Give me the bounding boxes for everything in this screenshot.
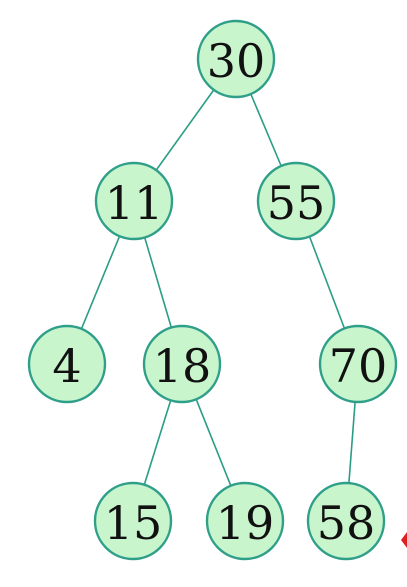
tree-edge-11-18 — [143, 237, 173, 328]
tree-node-circle — [318, 324, 398, 404]
tree-node-circle — [205, 481, 285, 561]
tree-node-4: 4 — [27, 324, 107, 404]
red-arrow-marker-icon — [401, 532, 407, 548]
tree-node-19: 19 — [205, 481, 285, 561]
tree-nodes: 30 11 55 4 18 70 15 19 58 — [27, 19, 398, 561]
tree-node-18: 18 — [142, 324, 222, 404]
tree-node-30: 30 — [196, 19, 276, 99]
tree-node-circle — [196, 19, 276, 99]
tree-node-circle — [142, 324, 222, 404]
tree-node-circle — [306, 481, 386, 561]
tree-node-70: 70 — [318, 324, 398, 404]
tree-node-circle — [94, 161, 174, 241]
tree-node-label: 19 — [216, 496, 275, 550]
tree-node-label: 15 — [104, 496, 163, 550]
tree-node-11: 11 — [94, 161, 174, 241]
tree-node-label: 30 — [207, 34, 266, 88]
tree-node-label: 70 — [329, 339, 388, 393]
tree-node-label: 18 — [153, 339, 212, 393]
tree-edge-30-55 — [250, 93, 282, 167]
tree-node-circle — [93, 481, 173, 561]
tree-node-label: 58 — [317, 496, 376, 550]
tree-edge-70-58 — [348, 401, 356, 484]
tree-node-58: 58 — [306, 481, 386, 561]
tree-node-15: 15 — [93, 481, 173, 561]
tree-node-55: 55 — [256, 161, 336, 241]
tree-node-circle — [256, 161, 336, 241]
tree-node-circle — [27, 324, 107, 404]
tree-edge-18-19 — [195, 399, 232, 486]
tree-edge-11-4 — [80, 235, 121, 330]
tree-edge-55-70 — [308, 236, 346, 329]
tree-edge-18-15 — [143, 400, 172, 485]
tree-edges — [80, 89, 356, 486]
tree-node-label: 55 — [267, 176, 326, 230]
tree-node-label: 11 — [105, 176, 164, 230]
tree-node-label: 4 — [52, 339, 81, 393]
tree-edge-30-11 — [155, 89, 215, 171]
